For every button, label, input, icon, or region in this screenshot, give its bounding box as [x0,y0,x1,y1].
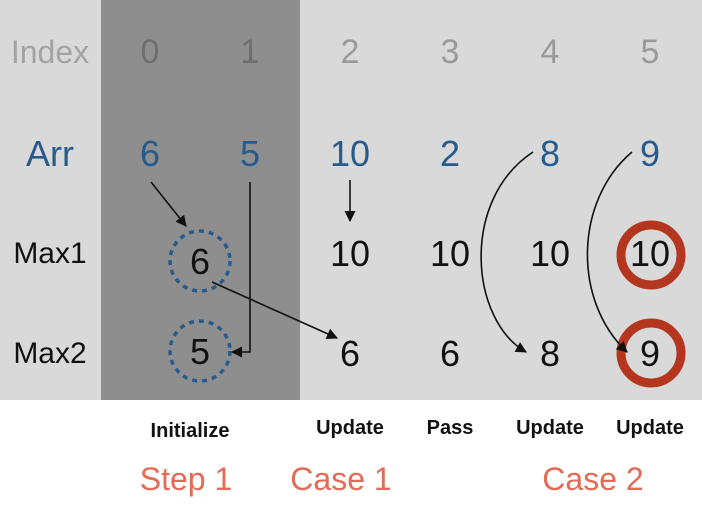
arr-cell-3: 2 [439,133,461,174]
phase-label-step1: Step 1 [139,461,233,497]
index-cell-4: 4 [540,33,560,71]
max2-cell-2: 6 [339,333,361,374]
row-label-max1: Max1 [13,237,87,270]
index-cell-5: 5 [640,33,660,71]
max1-cell-4: 10 [529,233,571,274]
arrow-arr5-to-max2 [586,151,633,353]
max1-cell-5: 10 [629,233,671,274]
arr-cell-5: 9 [639,133,661,174]
action-label-update-2: Update [316,417,384,439]
action-label-pass-3: Pass [426,417,474,439]
highlight-ring-max2 [616,318,686,388]
action-label-initialize: Initialize [150,420,230,442]
arrow-arr4-to-max2 [480,151,534,353]
action-label-update-5: Update [616,417,684,439]
index-cell-2: 2 [340,33,360,71]
max1-cell-2: 10 [329,233,371,274]
arr-cell-4: 8 [539,133,561,174]
index-cell-1: 1 [240,33,260,71]
arrow-max1-to-max2 [211,281,339,339]
phase-label-case1: Case 1 [290,461,392,497]
arrow-arr1-to-max2 [230,182,251,358]
max2-cell-3: 6 [439,333,461,374]
max2-cell-initialize: 5 [189,331,211,372]
action-label-update-4: Update [516,417,584,439]
arr-cell-2: 10 [329,133,371,174]
row-label-index: Index [10,34,90,70]
max2-cell-4: 8 [539,333,561,374]
initialize-shade [101,0,300,400]
highlight-ring-max1 [616,220,686,290]
max1-cell-initialize: 6 [189,241,211,282]
arr-cell-0: 6 [139,133,161,174]
phase-label-case2: Case 2 [542,461,644,497]
arr-cell-1: 5 [239,133,261,174]
arrow-arr0-to-max1 [150,181,187,227]
max1-cell-3: 10 [429,233,471,274]
row-label-arr: Arr [26,133,74,174]
row-label-max2: Max2 [13,337,87,370]
dashed-circle-max2 [168,319,232,383]
max2-cell-5: 9 [639,333,661,374]
dashed-circle-max1 [168,229,232,293]
index-cell-0: 0 [140,33,160,71]
index-cell-3: 3 [440,33,460,71]
